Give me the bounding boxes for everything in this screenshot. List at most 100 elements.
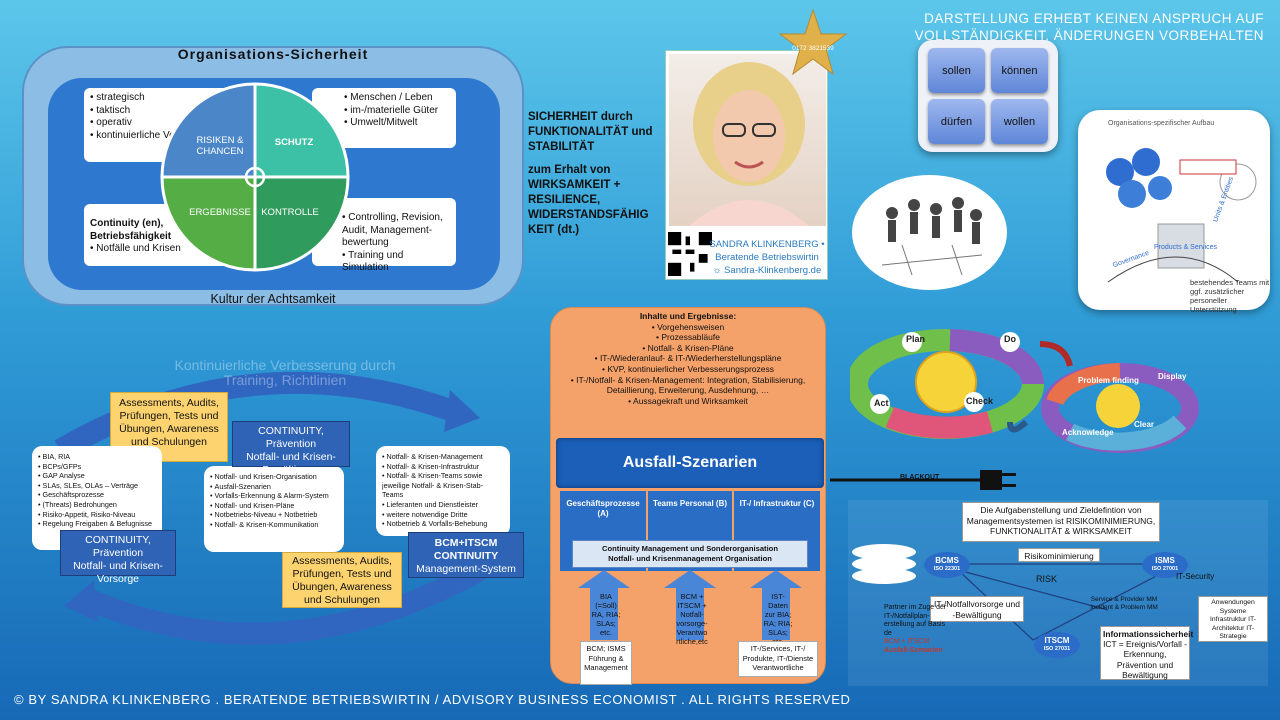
org-spec-drawing <box>1106 148 1257 283</box>
bewaeltigung-list-item: Notbetriebs-Niveau + Notbetrieb <box>210 510 338 520</box>
org-spec-title: Organisations-spezifischer Aufbau <box>1108 120 1215 127</box>
content-item: • Prozessabläufe <box>656 332 720 343</box>
content-item: • Aussagekraft und Wirksamkeit <box>628 395 748 406</box>
profile-signature: SANDRA KLINKENBERG • Beratende Betriebsw… <box>708 238 826 277</box>
sun-icon: ☼ <box>712 265 722 276</box>
products-label: Products & Services <box>1154 244 1218 251</box>
teams-label: bestehendes Teams mit ggf. zusätzlicher … <box>1190 278 1270 314</box>
list-bewaeltigung: Notfall- und Krisen-OrganisationAusfall-… <box>204 466 344 552</box>
bewaeltigung-list-item: Vorfalls-Erkennung & Alarm-System <box>210 491 338 501</box>
bcm-box: BCM+ITSCM CONTINUITY Management-System <box>408 532 524 578</box>
vorsorge-list-item: GAP Analyse <box>38 471 156 481</box>
prevention-box: CONTINUITY, Prävention Notfall- und Kris… <box>232 421 350 476</box>
arrow-a-label: BIA (=Soll) RA, RIA; SLAs; etc. <box>591 592 621 637</box>
pdca-problem: Problem finding <box>1078 376 1139 385</box>
prevention-head: CONTINUITY, Prävention <box>258 425 324 450</box>
cm-line2: Notfall- und Krisenmanagement Organisati… <box>608 553 772 563</box>
content-item: • KVP, kontinuierlicher Verbesserungspro… <box>602 363 774 374</box>
quadrant-circle <box>160 82 350 272</box>
copyright-footer: © by Sandra Klinkenberg . Beratende Betr… <box>14 692 851 707</box>
management-list-item: Notfall- & Krisen-Infrastruktur <box>382 462 504 472</box>
protection-list-item: Menschen / Leben <box>344 92 450 105</box>
portrait-image <box>689 62 809 226</box>
pdca-diagram <box>850 329 1199 453</box>
results-list-item: Notfälle und Krisen <box>90 243 228 256</box>
vorsorge-list-item: Geschäftsprozesse <box>38 490 156 500</box>
risk-list-item: kontinuierliche Verbesserung <box>90 130 228 143</box>
risikomin-label: Risikominimierung <box>1018 548 1100 562</box>
quad-control-shape <box>253 175 350 272</box>
blackout-label: BLACKOUT <box>900 474 940 481</box>
vorsorge-list-item: BIA, RIA <box>38 452 156 462</box>
prevention-sub: Notfall- und Krisen-Bewältigung <box>246 451 336 476</box>
phone-number: 0172 3821539 <box>792 45 834 52</box>
risk-list-item: operativ <box>90 117 228 130</box>
arrow-b-label: BCM + ITSCM + Notfall-vorsorge-Verantwo … <box>676 592 708 646</box>
profile-name: SANDRA KLINKENBERG • <box>709 239 825 250</box>
quad-risk-shape <box>160 82 257 179</box>
vorsorge-list-item: Regelung Freigaben & Befugnisse <box>38 519 156 529</box>
bewaeltigung-list-item: Ausfall-Szenarien <box>210 482 338 492</box>
quad-results-label: ERGEBNISSE <box>189 206 251 218</box>
vorsorge-label: IT-/Notfallvorsorge und -Bewältigung <box>930 596 1024 622</box>
pdca-act: Act <box>874 398 889 408</box>
bcm-head: BCM+ITSCM CONTINUITY <box>433 537 499 562</box>
profile-card: SANDRA KLINKENBERG • Beratende Betriebsw… <box>665 50 828 280</box>
vorsorge-list-item: SLAs, SLEs, OLAs – Verträge <box>38 481 156 491</box>
pdca-acknowledge: Acknowledge <box>1062 428 1114 437</box>
list-management: Notfall- & Krisen-ManagementNotfall- & K… <box>376 446 510 536</box>
tile-dürfen: dürfen <box>928 99 985 144</box>
pdca-check: Check <box>966 396 994 406</box>
team-figures-icon <box>881 197 983 276</box>
bcm-sub: Management-System <box>416 563 516 575</box>
up-arrows <box>578 570 802 640</box>
org-spec-panel: Organisations-spezifischer Aufbau Govern… <box>1078 110 1270 314</box>
tile-wollen: wollen <box>991 99 1048 144</box>
partner-label: Partner im Zuge der IT-/Notfallplan-erst… <box>884 604 947 654</box>
assessment-top-box: Assessments, Audits, Prüfungen, Tests un… <box>110 392 228 462</box>
quad-results-shape <box>160 175 257 272</box>
risk-list-item: strategisch <box>90 92 228 105</box>
control-list-box: Controlling, Revision, Audit, Management… <box>312 198 456 273</box>
continuity-text: Continuity (en), Betriebsfähigkeit <box>90 218 172 242</box>
mgmt-network <box>852 544 1169 641</box>
content-item: • IT-/Wiederanlauf- & IT-/Wiederherstell… <box>594 353 782 364</box>
failure-scenarios-banner: Ausfall-Szenarien <box>556 438 824 488</box>
cycle-icon <box>244 166 266 188</box>
bewaeltigung-list-item: Notfall- & Krisen-Kommunikation <box>210 520 338 530</box>
star-icon: 0172 3821539 <box>778 8 848 76</box>
quad-control-label: KONTROLLE <box>261 206 319 218</box>
content-item: • IT-/Notfall- & Krisen-Management: Inte… <box>570 374 806 396</box>
security-statement: SICHERHEIT durch FUNKTIONALITÄT und STAB… <box>528 110 658 238</box>
pdca-clear: Clear <box>1134 420 1155 429</box>
management-list-item: Notfall- & Krisen-Teams sowie jeweilige … <box>382 471 504 500</box>
disclaimer: Darstellung erhebt keinen Anspruch auf V… <box>914 11 1264 43</box>
bcm-leadership-box: BCM; ISMS Führung & Management <box>580 641 632 685</box>
vorsorge-head: CONTINUITY, Prävention <box>85 534 151 559</box>
quad-protect-label: SCHUTZ <box>274 136 314 148</box>
qr-code-icon <box>668 232 712 276</box>
profile-photo <box>669 54 826 226</box>
profile-site[interactable]: ☼ Sandra-Klinkenberg.de <box>712 265 822 276</box>
info-security-box: Informationssicherheit ICT = Ereignis/Vo… <box>1100 626 1193 680</box>
vorsorge-list-item: (Threats) Bedrohungen <box>38 500 156 510</box>
management-list-item: weitere notwendige Dritte <box>382 510 504 520</box>
continuity-bar: Continuity Management und Sonderorganisa… <box>572 540 808 568</box>
culture-label: Kultur der Achtsamkeit <box>210 292 336 306</box>
anw-label: Anwendungen Systeme Infrastruktur IT-Arc… <box>1198 596 1268 642</box>
vorsorge-sub: Notfall- und Krisen-Vorsorge <box>73 560 163 585</box>
vorsorge-list-item: Risiko-Appetit, Risiko-Niveau <box>38 510 156 520</box>
risk-label: RISK <box>1036 574 1058 584</box>
blackout-plug-icon <box>830 470 1016 490</box>
team-figures-oval <box>852 175 1007 290</box>
pdca-plan: Plan <box>906 334 926 344</box>
profile-role: Beratende Betriebswirtin <box>715 252 819 263</box>
management-list-item: Notfall- & Krisen-Management <box>382 452 504 462</box>
org-title: Organisations-Sicherheit <box>177 46 369 62</box>
it-services-box: IT-/Services, IT-/ Produkte, IT-/Dienste… <box>738 641 818 677</box>
assessment-bottom-box: Assessments, Audits, Prüfungen, Tests un… <box>282 552 402 608</box>
vorsorge-box: CONTINUITY, Prävention Notfall- und Kris… <box>60 530 176 585</box>
